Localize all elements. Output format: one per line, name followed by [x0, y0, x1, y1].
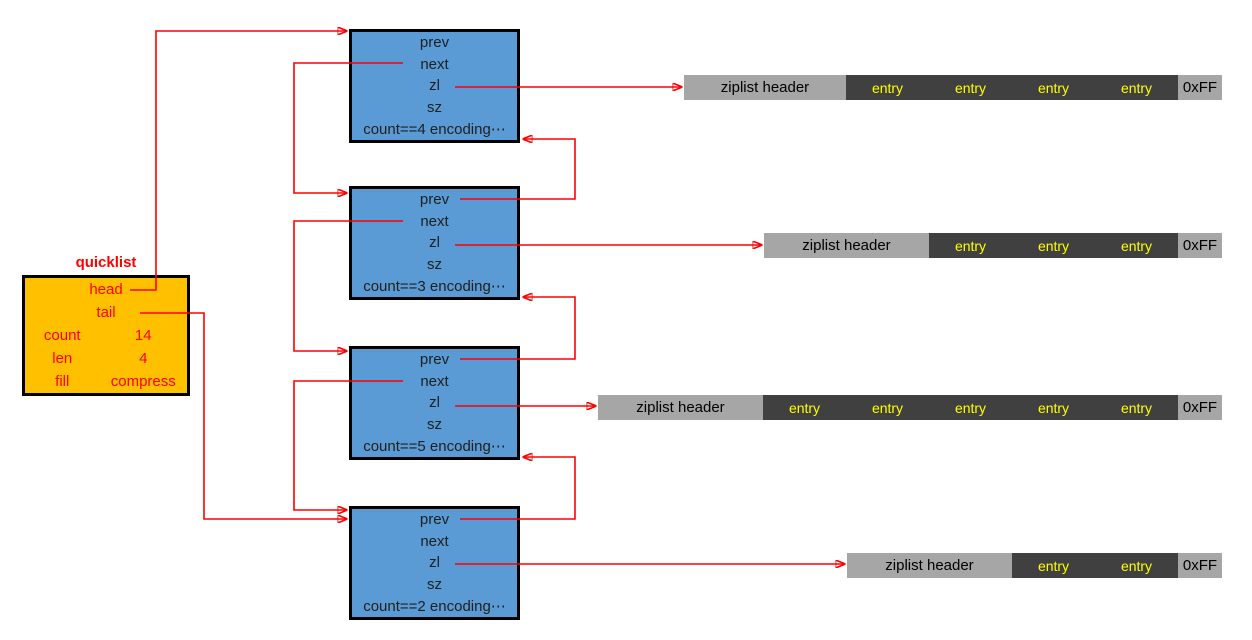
ziplist2-entry-2: entry	[1037, 237, 1070, 254]
node4-field-sz: sz	[427, 576, 442, 594]
quicklist-len-value: 4	[139, 350, 148, 367]
node4-field-count: count==2 encoding⋯	[363, 598, 506, 616]
ziplist1-entry-2: entry	[954, 79, 987, 96]
node3-field-count: count==5 encoding⋯	[363, 438, 506, 456]
ziplist-3: ziplist header entry entry entry entry e…	[598, 395, 1222, 420]
quicklist-count-value: 14	[134, 327, 152, 344]
ziplist4-header-cell: ziplist header	[847, 553, 1012, 578]
quicklist-len-label: len	[52, 350, 73, 367]
quicklist-node-2: prev next zl sz count==3 encoding⋯	[349, 186, 520, 300]
arrow-head-to-node1	[130, 31, 346, 291]
ziplist3-entry-3: entry	[954, 399, 987, 416]
quicklist-struct-box: head tail count 14 len 4 fill compress	[22, 275, 190, 396]
quicklist-row-len: len 4	[25, 347, 187, 370]
node2-field-sz: sz	[427, 256, 442, 274]
ziplist1-entries: entry entry entry entry	[846, 75, 1178, 100]
ziplist3-entry-2: entry	[871, 399, 904, 416]
ziplist3-end-byte: 0xFF	[1178, 395, 1222, 420]
node1-field-zl: zl	[429, 77, 440, 95]
ziplist2-entries: entry entry entry	[929, 233, 1178, 258]
quicklist-node-3: prev next zl sz count==5 encoding⋯	[349, 346, 520, 460]
node1-field-prev: prev	[419, 34, 450, 52]
quicklist-count-label: count	[43, 327, 81, 344]
quicklist-fill-value: compress	[110, 373, 176, 390]
ziplist1-entry-4: entry	[1120, 79, 1153, 96]
ziplist3-entry-1: entry	[788, 399, 821, 416]
ziplist1-header-cell: ziplist header	[684, 75, 846, 100]
node3-field-next: next	[420, 372, 449, 390]
quicklist-field-head: head	[89, 281, 123, 298]
ziplist2-header-cell: ziplist header	[764, 233, 929, 258]
ziplist-1: ziplist header entry entry entry entry 0…	[684, 75, 1222, 100]
node2-field-zl: zl	[429, 234, 440, 252]
ziplist3-entry-4: entry	[1037, 399, 1070, 416]
ziplist2-entry-1: entry	[954, 237, 987, 254]
node3-field-prev: prev	[419, 351, 450, 369]
node3-field-sz: sz	[427, 416, 442, 434]
ziplist-4: ziplist header entry entry 0xFF	[847, 553, 1222, 578]
quicklist-node-1: prev next zl sz count==4 encoding⋯	[349, 29, 520, 143]
ziplist4-entry-1: entry	[1037, 557, 1070, 574]
quicklist-row-count: count 14	[25, 324, 187, 347]
ziplist2-entry-3: entry	[1120, 237, 1153, 254]
quicklist-row-head: head	[25, 278, 187, 301]
node2-field-next: next	[420, 212, 449, 230]
node1-field-next: next	[420, 55, 449, 73]
ziplist1-end-byte: 0xFF	[1178, 75, 1222, 100]
node4-field-next: next	[420, 532, 449, 550]
quicklist-node-4: prev next zl sz count==2 encoding⋯	[349, 506, 520, 620]
quicklist-row-tail: tail	[25, 301, 187, 324]
ziplist1-entry-1: entry	[871, 79, 904, 96]
ziplist4-entry-2: entry	[1120, 557, 1153, 574]
node1-field-sz: sz	[427, 99, 442, 117]
ziplist4-end-byte: 0xFF	[1178, 553, 1222, 578]
ziplist4-entries: entry entry	[1012, 553, 1178, 578]
quicklist-title: quicklist	[75, 254, 137, 271]
node3-field-zl: zl	[429, 394, 440, 412]
node1-field-count: count==4 encoding⋯	[363, 121, 506, 139]
ziplist3-header-cell: ziplist header	[598, 395, 763, 420]
node2-field-count: count==3 encoding⋯	[363, 278, 506, 296]
node2-field-prev: prev	[419, 191, 450, 209]
ziplist3-entries: entry entry entry entry entry	[763, 395, 1178, 420]
quicklist-fill-label: fill	[55, 373, 70, 390]
node4-field-prev: prev	[419, 511, 450, 529]
ziplist3-entry-5: entry	[1120, 399, 1153, 416]
ziplist-2: ziplist header entry entry entry 0xFF	[764, 233, 1222, 258]
ziplist1-entry-3: entry	[1037, 79, 1070, 96]
node4-field-zl: zl	[429, 554, 440, 572]
ziplist2-end-byte: 0xFF	[1178, 233, 1222, 258]
quicklist-field-tail: tail	[96, 304, 116, 321]
quicklist-row-fill: fill compress	[25, 370, 187, 393]
